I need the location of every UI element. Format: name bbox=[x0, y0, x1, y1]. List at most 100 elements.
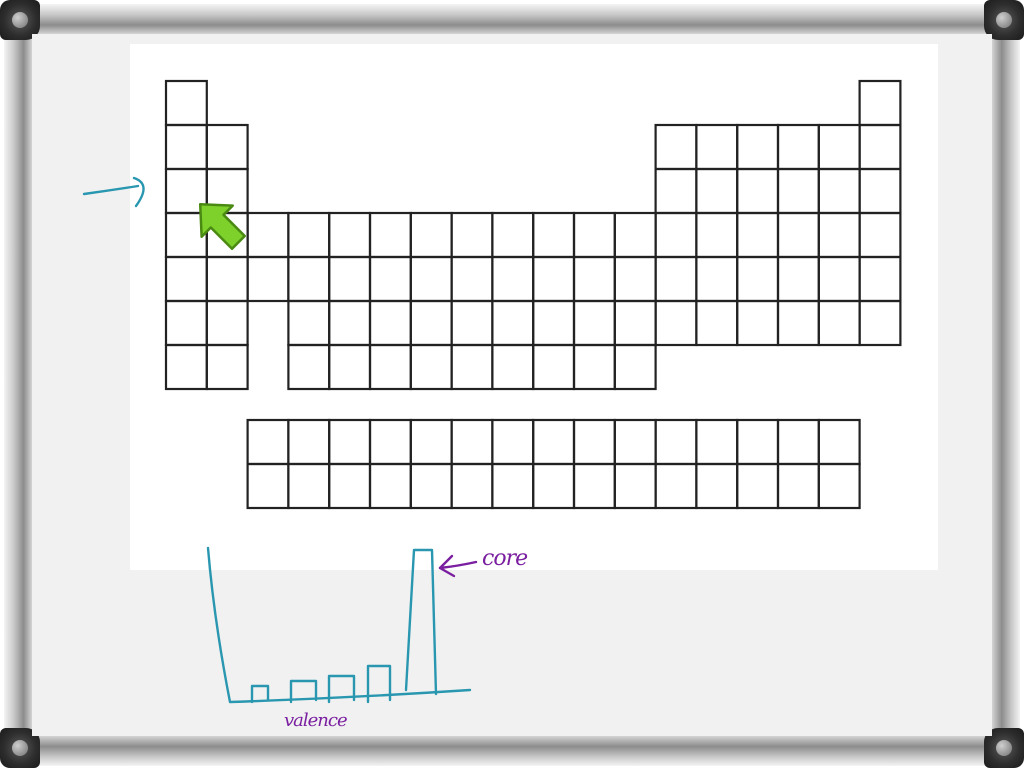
teal-arrow-shaft bbox=[82, 184, 140, 196]
element-cell bbox=[164, 343, 208, 391]
element-cell bbox=[736, 211, 780, 259]
element-cell bbox=[532, 418, 576, 466]
core-bar bbox=[404, 548, 438, 696]
element-cell bbox=[328, 462, 372, 510]
element-cell bbox=[572, 255, 616, 303]
element-cell bbox=[532, 299, 576, 347]
element-cell bbox=[817, 123, 861, 171]
element-cell bbox=[205, 123, 249, 171]
green-arrow-cursor-icon bbox=[198, 202, 246, 250]
valence-bar bbox=[289, 679, 318, 704]
element-cell bbox=[287, 418, 331, 466]
element-cell bbox=[409, 299, 453, 347]
element-cell bbox=[368, 211, 412, 259]
element-cell bbox=[817, 418, 861, 466]
element-cell bbox=[450, 255, 494, 303]
element-cell bbox=[695, 462, 739, 510]
element-cell bbox=[287, 255, 331, 303]
element-cell bbox=[328, 211, 372, 259]
element-cell bbox=[491, 255, 535, 303]
valence-bar bbox=[327, 674, 356, 704]
element-cell bbox=[736, 167, 780, 215]
element-cell bbox=[858, 255, 902, 303]
element-cell bbox=[572, 211, 616, 259]
valence-bar bbox=[366, 664, 392, 704]
element-cell bbox=[246, 462, 290, 510]
element-cell bbox=[491, 418, 535, 466]
element-cell bbox=[246, 211, 290, 259]
element-cell bbox=[409, 211, 453, 259]
energy-axis-line bbox=[206, 546, 472, 704]
element-cell bbox=[450, 462, 494, 510]
valence-label: valence bbox=[284, 710, 348, 731]
element-cell bbox=[328, 343, 372, 391]
element-cell bbox=[817, 167, 861, 215]
element-cell bbox=[164, 79, 208, 127]
element-cell bbox=[858, 299, 902, 347]
element-cell bbox=[695, 211, 739, 259]
element-cell bbox=[572, 418, 616, 466]
element-cell bbox=[817, 255, 861, 303]
element-cell bbox=[246, 418, 290, 466]
element-cell bbox=[817, 299, 861, 347]
element-cell bbox=[736, 255, 780, 303]
frame-corner-top-right bbox=[984, 0, 1024, 40]
element-cell bbox=[695, 418, 739, 466]
element-cell bbox=[776, 299, 820, 347]
element-cell bbox=[572, 299, 616, 347]
element-cell bbox=[776, 462, 820, 510]
frame-corner-top-left bbox=[0, 0, 40, 40]
element-cell bbox=[654, 299, 698, 347]
element-cell bbox=[613, 299, 657, 347]
element-cell bbox=[613, 343, 657, 391]
whiteboard-frame-bottom bbox=[14, 736, 1010, 766]
whiteboard-frame-left bbox=[4, 14, 32, 754]
valence-bar bbox=[250, 684, 270, 704]
element-cell bbox=[776, 211, 820, 259]
element-cell bbox=[654, 167, 698, 215]
element-cell bbox=[817, 462, 861, 510]
whiteboard-frame-right bbox=[992, 14, 1020, 754]
element-cell bbox=[736, 299, 780, 347]
element-cell bbox=[654, 123, 698, 171]
element-cell bbox=[368, 462, 412, 510]
element-cell bbox=[776, 167, 820, 215]
element-cell bbox=[858, 167, 902, 215]
element-cell bbox=[532, 462, 576, 510]
element-cell bbox=[491, 343, 535, 391]
element-cell bbox=[695, 299, 739, 347]
element-cell bbox=[817, 211, 861, 259]
element-cell bbox=[368, 343, 412, 391]
element-cell bbox=[858, 79, 902, 127]
element-cell bbox=[409, 255, 453, 303]
element-cell bbox=[409, 418, 453, 466]
core-arrow-head bbox=[438, 554, 456, 578]
element-cell bbox=[205, 255, 249, 303]
core-arrow-shaft bbox=[438, 560, 478, 570]
element-cell bbox=[736, 418, 780, 466]
element-cell bbox=[287, 211, 331, 259]
element-cell bbox=[368, 299, 412, 347]
element-cell bbox=[409, 462, 453, 510]
element-cell bbox=[491, 211, 535, 259]
element-cell bbox=[654, 255, 698, 303]
element-cell bbox=[532, 211, 576, 259]
core-label: core bbox=[482, 546, 528, 571]
element-cell bbox=[613, 418, 657, 466]
element-cell bbox=[695, 123, 739, 171]
element-cell bbox=[450, 343, 494, 391]
element-cell bbox=[736, 123, 780, 171]
element-cell bbox=[695, 167, 739, 215]
energy-sketch bbox=[82, 176, 478, 704]
element-cell bbox=[164, 299, 208, 347]
element-cell bbox=[736, 462, 780, 510]
whiteboard-frame-top bbox=[14, 4, 1010, 34]
element-cell bbox=[328, 299, 372, 347]
element-cell bbox=[858, 123, 902, 171]
element-cell bbox=[613, 211, 657, 259]
element-cell bbox=[328, 418, 372, 466]
periodic-table-grid bbox=[164, 79, 902, 510]
element-cell bbox=[368, 418, 412, 466]
element-cell bbox=[368, 255, 412, 303]
